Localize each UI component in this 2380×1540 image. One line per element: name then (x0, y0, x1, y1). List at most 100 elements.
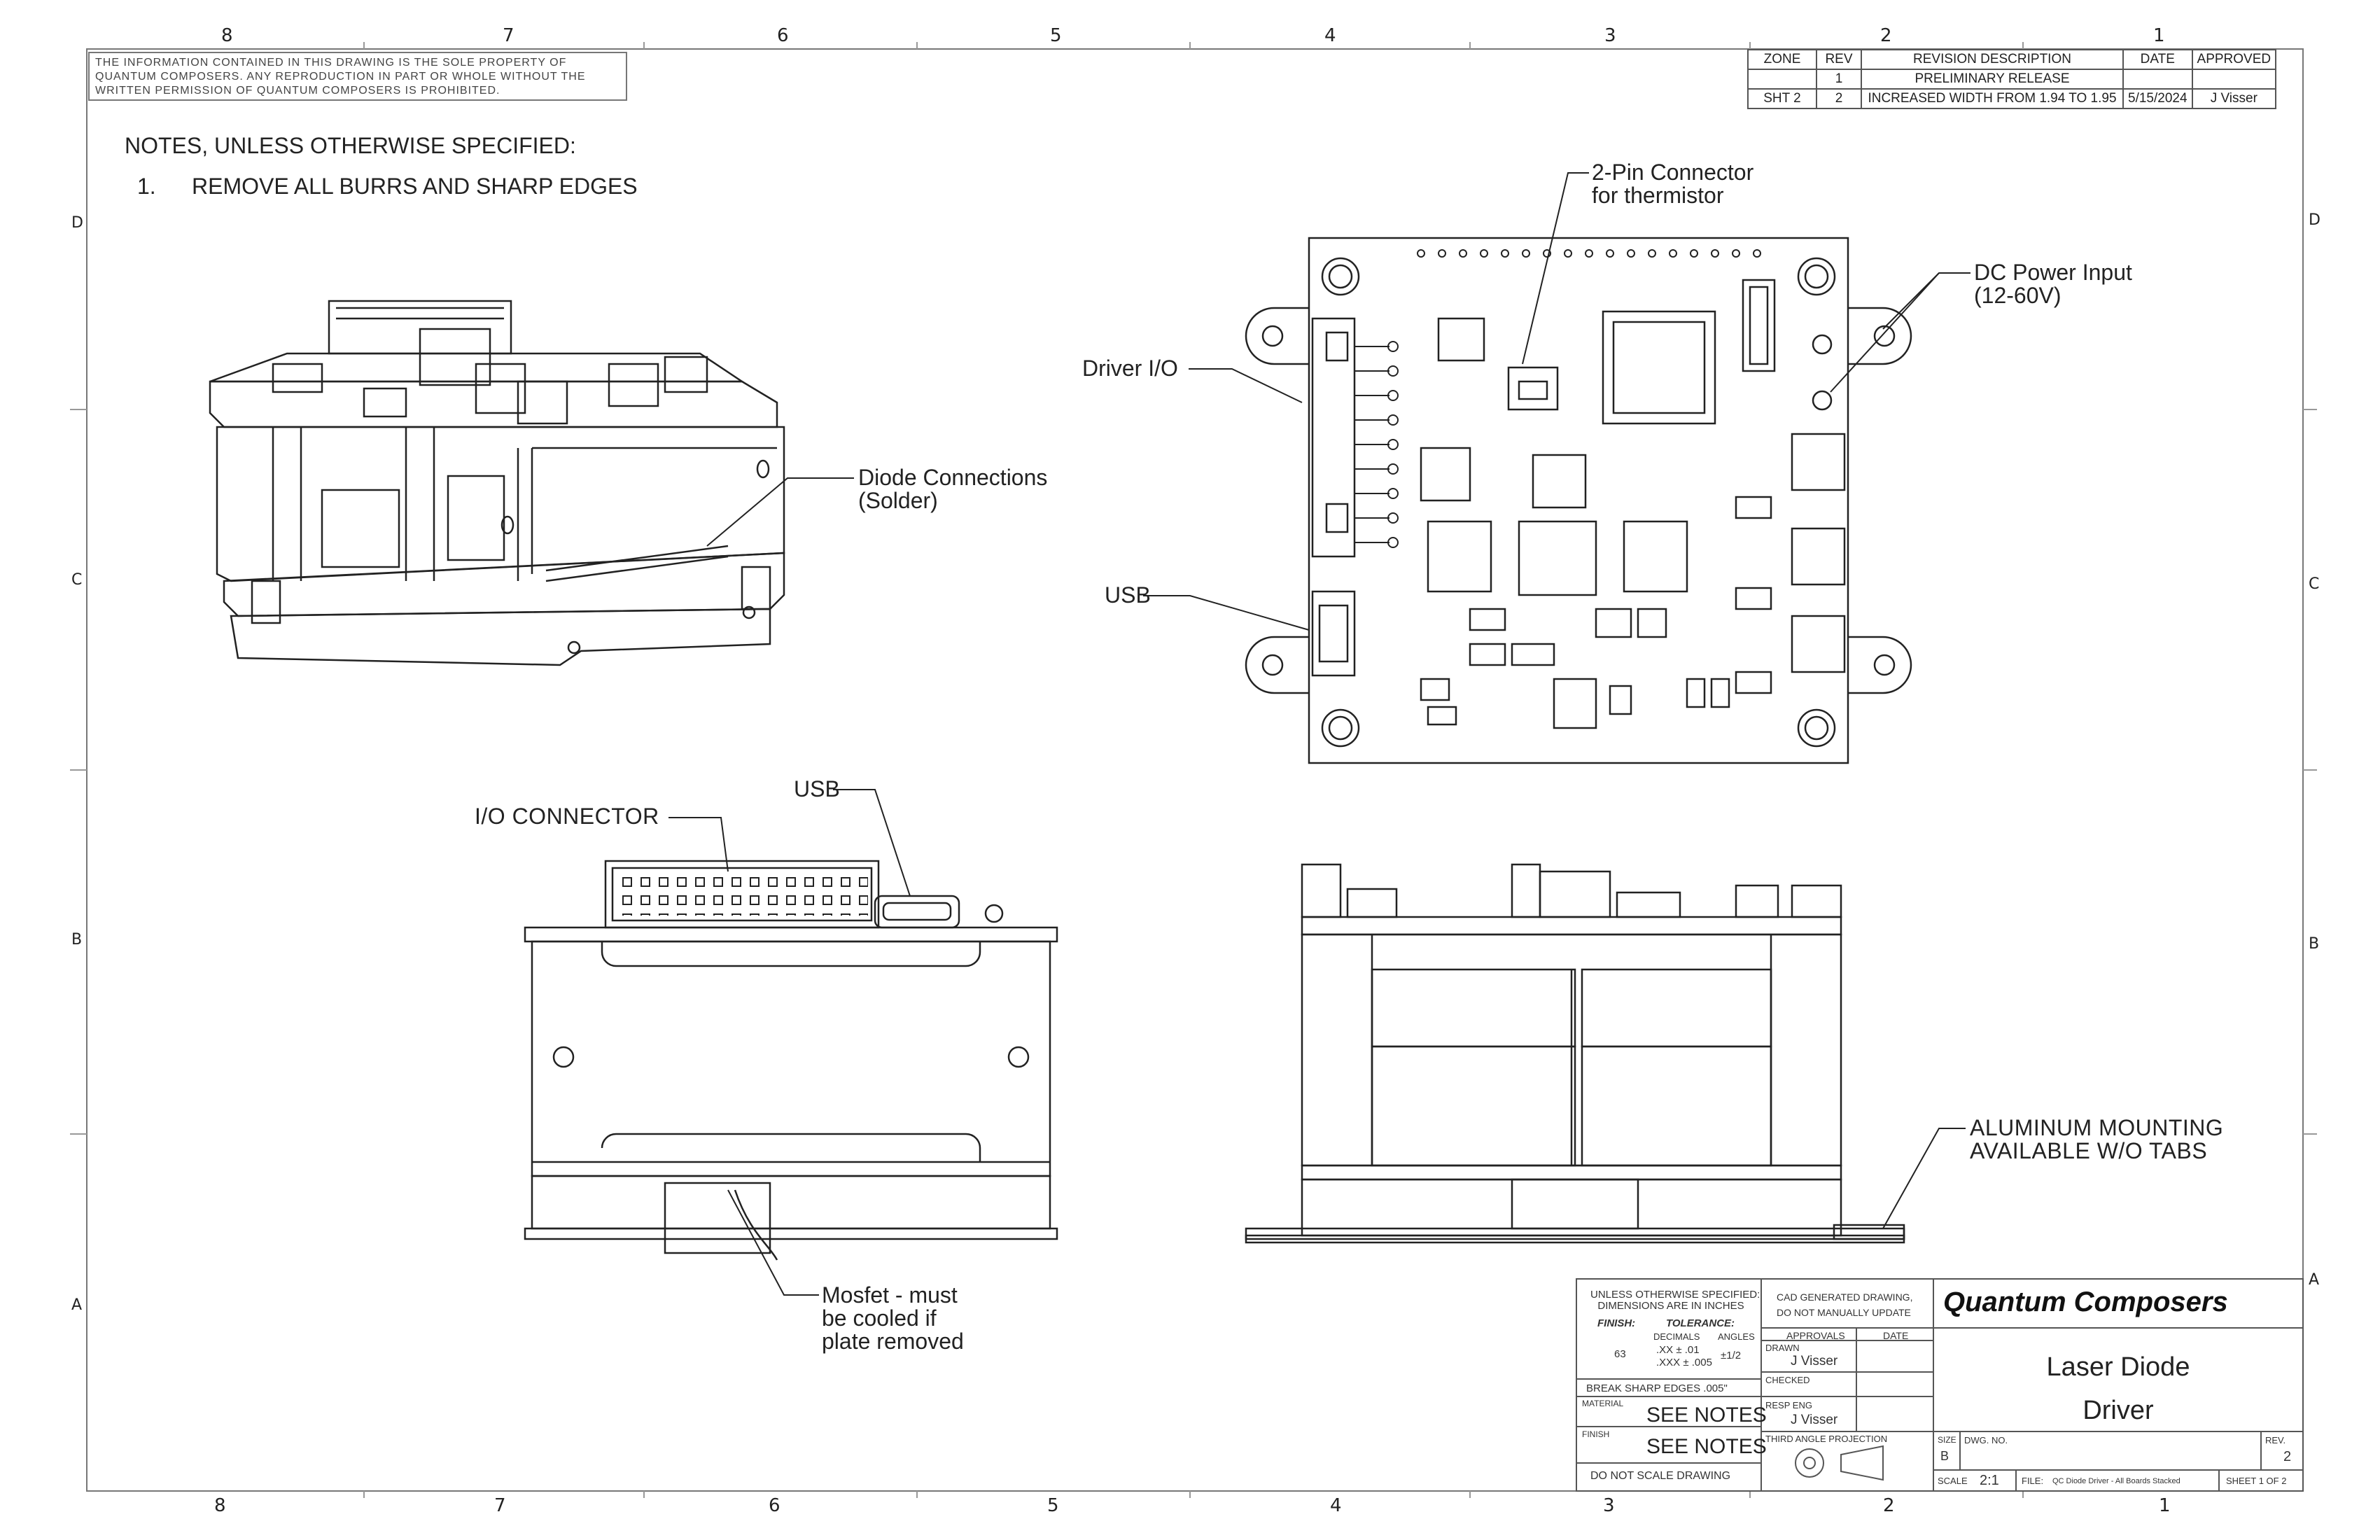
cad-note-line: DO NOT MANUALLY UPDATE (1777, 1307, 1911, 1318)
scale-value: 2:1 (1980, 1473, 1999, 1488)
rev-col-date: DATE (2122, 49, 2193, 70)
rev-col-rev: REV (1816, 49, 1862, 70)
callout-line: ALUMINUM MOUNTING (1970, 1115, 2224, 1140)
do-not-scale: DO NOT SCALE DRAWING (1590, 1470, 1731, 1482)
zone-left-b: B (71, 931, 83, 948)
xxx-tolerance: .XXX ± .005 (1656, 1357, 1712, 1368)
tolerance-header: UNLESS OTHERWISE SPECIFIED: DIMENSIONS A… (1590, 1289, 1760, 1312)
resp-eng-label: RESP ENG (1765, 1400, 1812, 1410)
rev-value: 2 (2283, 1449, 2292, 1464)
zone-top-4: 4 (1324, 25, 1336, 46)
zone-left-d: D (71, 214, 83, 232)
zone-top-5: 5 (1050, 25, 1062, 46)
revision-header-row: ZONE REV REVISION DESCRIPTION DATE APPRO… (1747, 49, 2277, 70)
rev-cell: PRELIMINARY RELEASE (1861, 69, 2124, 90)
callout-mosfet: Mosfet - must be cooled if plate removed (822, 1284, 964, 1353)
zone-top-6: 6 (777, 25, 789, 46)
material-label: MATERIAL (1582, 1399, 1624, 1408)
sheet-number: SHEET 1 OF 2 (2226, 1476, 2287, 1486)
callout-driver-io: Driver I/O (1082, 356, 1178, 381)
callout-line: be cooled if (822, 1306, 937, 1331)
callout-line: Diode Connections (858, 465, 1048, 490)
zone-top-8: 8 (221, 25, 233, 46)
drawing-title-line: Laser Diode (2046, 1352, 2190, 1382)
zone-bottom-7: 7 (494, 1495, 506, 1516)
scale-label: SCALE (1938, 1476, 1968, 1486)
approvals-date-label: DATE (1883, 1330, 1909, 1341)
company-name: Quantum Composers (1943, 1287, 2228, 1317)
note-number: 1. (137, 174, 156, 199)
file-label: FILE: (2022, 1476, 2044, 1486)
finish-field-label: FINISH (1582, 1429, 1610, 1439)
drawn-name: J Visser (1791, 1354, 1838, 1368)
rev-cell: 2 (1816, 88, 1862, 109)
note-item: 1. REMOVE ALL BURRS AND SHARP EDGES (137, 174, 638, 200)
top-view-pcb (1245, 237, 1912, 764)
proprietary-notice: THE INFORMATION CONTAINED IN THIS DRAWIN… (88, 52, 627, 101)
finish-value: SEE NOTES (1646, 1435, 1767, 1458)
xx-tolerance: .XX ± .01 (1656, 1344, 1700, 1356)
callout-dc-power-input: DC Power Input (12-60V) (1974, 261, 2132, 307)
break-edges: BREAK SHARP EDGES .005" (1586, 1382, 1728, 1394)
callout-line: (Solder) (858, 488, 938, 513)
zone-right-d: D (2309, 211, 2320, 229)
notes-title: NOTES, UNLESS OTHERWISE SPECIFIED: (125, 133, 576, 158)
zone-right-c: C (2309, 575, 2320, 593)
rev-cell: J Visser (2191, 88, 2277, 109)
callout-aluminum-mounting: ALUMINUM MOUNTING AVAILABLE W/O TABS (1970, 1116, 2223, 1163)
zone-left-c: C (71, 571, 83, 589)
drawing-title: Laser Diode Driver (1933, 1345, 2303, 1432)
callout-line: DC Power Input (1974, 260, 2132, 285)
rev-cell (1747, 69, 1817, 90)
checked-label: CHECKED (1765, 1375, 1810, 1385)
callout-line: Mosfet - must (822, 1282, 958, 1308)
table-row: SHT 2 2 INCREASED WIDTH FROM 1.94 TO 1.9… (1747, 88, 2277, 109)
callout-line: for thermistor (1592, 183, 1724, 208)
zone-top-3: 3 (1604, 25, 1616, 46)
material-value: SEE NOTES (1646, 1404, 1767, 1427)
zone-bottom-1: 1 (2159, 1495, 2171, 1516)
zone-bottom-3: 3 (1603, 1495, 1615, 1516)
rev-cell: SHT 2 (1747, 88, 1817, 109)
decimals-label: DECIMALS (1653, 1331, 1700, 1342)
tolerance-label: TOLERANCE: (1666, 1317, 1735, 1329)
cad-note: CAD GENERATED DRAWING, DO NOT MANUALLY U… (1777, 1289, 1912, 1320)
note-text: REMOVE ALL BURRS AND SHARP EDGES (192, 174, 638, 199)
cad-note-line: CAD GENERATED DRAWING, (1777, 1292, 1913, 1303)
rev-col-zone: ZONE (1747, 49, 1817, 70)
tolerance-header-line: DIMENSIONS ARE IN INCHES (1597, 1300, 1744, 1312)
revision-table: ZONE REV REVISION DESCRIPTION DATE APPRO… (1747, 49, 2277, 109)
zone-left-a: A (71, 1296, 83, 1314)
zone-bottom-5: 5 (1047, 1495, 1059, 1516)
angles-label: ANGLES (1718, 1331, 1755, 1342)
file-name: QC Diode Driver - All Boards Stacked (2052, 1477, 2180, 1485)
finish-label: FINISH: (1597, 1317, 1636, 1329)
callout-line: AVAILABLE W/O TABS (1970, 1138, 2208, 1163)
zone-bottom-6: 6 (769, 1495, 780, 1516)
drawn-label: DRAWN (1765, 1343, 1800, 1353)
rev-cell: 5/15/2024 (2122, 88, 2193, 109)
zone-top-2: 2 (1880, 25, 1892, 46)
rev-cell: 1 (1816, 69, 1862, 90)
zone-bottom-2: 2 (1883, 1495, 1895, 1516)
right-side-view (1245, 863, 1905, 1244)
zone-bottom-8: 8 (214, 1495, 226, 1516)
table-row: 1 PRELIMINARY RELEASE (1747, 69, 2277, 90)
zone-bottom-4: 4 (1330, 1495, 1342, 1516)
callout-usb-top: USB (1105, 582, 1151, 608)
zone-top-1: 1 (2153, 25, 2165, 46)
angle-tolerance: ±1/2 (1721, 1350, 1742, 1362)
callout-line: plate removed (822, 1329, 964, 1354)
size-value: B (1940, 1449, 1949, 1463)
callout-line: 2-Pin Connector (1592, 160, 1754, 185)
drawing-title-line: Driver (2082, 1396, 2154, 1425)
zone-right-a: A (2309, 1271, 2320, 1289)
finish-number: 63 (1614, 1348, 1626, 1360)
zone-right-b: B (2309, 935, 2320, 953)
rev-cell (2191, 69, 2277, 90)
isometric-view (209, 300, 785, 666)
zone-top-7: 7 (503, 25, 514, 46)
rev-col-approved: APPROVED (2191, 49, 2277, 70)
callout-diode-connections: Diode Connections (Solder) (858, 466, 1047, 512)
